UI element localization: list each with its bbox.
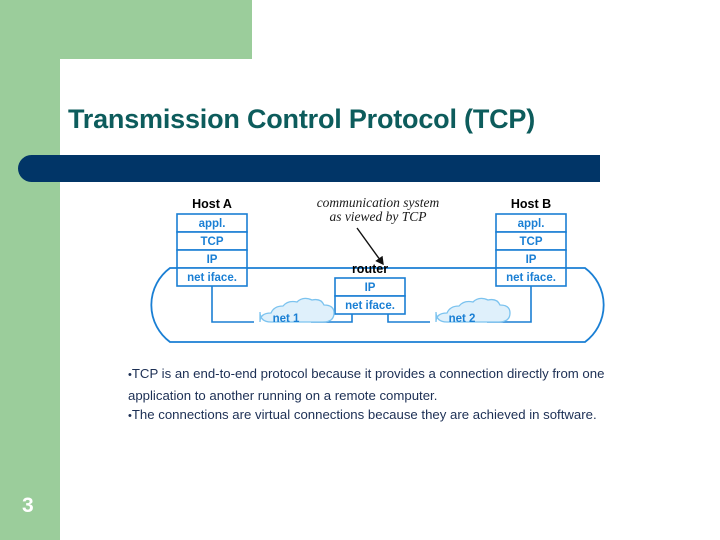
wire-hosta-to-net1 — [211, 286, 230, 323]
host-b-title: Host B — [511, 197, 551, 211]
router-layer-ip-label: IP — [365, 282, 376, 294]
bullet-item-2: •The connections are virtual connections… — [128, 405, 656, 427]
annotation-line-1: communication system — [317, 195, 440, 210]
router-layer-netiface-label: net iface. — [345, 300, 395, 312]
host-a-layer-ip-label: IP — [207, 254, 218, 266]
navy-title-underline-bar — [18, 155, 600, 182]
wire-router-to-net1 — [335, 314, 353, 323]
net2-cloud-shape — [435, 297, 511, 323]
bullet-item-2-text: The connections are virtual connections … — [131, 407, 597, 422]
host-b-layer-appl-label: appl. — [518, 218, 545, 230]
net2-label: net 2 — [449, 313, 476, 325]
page-title: Transmission Control Protocol (TCP) — [68, 104, 536, 134]
net1-cloud-group: net 1 — [259, 297, 335, 325]
slide-number: 3 — [22, 494, 34, 517]
bullet-item-1: •TCP is an end-to-end protocol because i… — [128, 364, 656, 405]
router-title: router — [352, 262, 388, 276]
net1-cloud-shape — [259, 297, 335, 323]
router-group: router IP net iface. — [334, 262, 406, 315]
tcp-communication-diagram: Host A appl. TCP IP net iface. Host B ap… — [130, 190, 630, 355]
bullet-dot-icon: • — [128, 410, 132, 422]
host-b-layer-tcp-label: TCP — [520, 236, 543, 248]
host-b-layer-netiface-label: net iface. — [506, 272, 556, 284]
green-left-band — [0, 0, 60, 540]
host-a-layer-appl-label: appl. — [199, 218, 226, 230]
bullet-item-1-text: TCP is an end-to-end protocol because it… — [128, 366, 605, 403]
router-layer-netiface-box — [334, 295, 406, 315]
bullet-dot-icon: • — [128, 369, 132, 381]
host-a-title: Host A — [192, 197, 232, 211]
net2-cloud-group: net 2 — [435, 297, 511, 325]
host-b-layer-ip-label: IP — [526, 254, 537, 266]
host-a-layer-netiface-label: net iface. — [187, 272, 237, 284]
host-a-group: Host A appl. TCP IP net iface. — [176, 197, 248, 287]
wire-hostb-to-net2 — [513, 286, 532, 323]
communication-system-boundary — [150, 267, 605, 343]
body-text-block: •TCP is an end-to-end protocol because i… — [128, 364, 656, 427]
annotation-line-2: as viewed by TCP — [329, 209, 426, 224]
host-b-group: Host B appl. TCP IP net iface. — [495, 197, 567, 287]
host-a-layer-tcp-label: TCP — [201, 236, 224, 248]
annotation-arrow — [356, 227, 384, 266]
wire-router-to-net2 — [387, 314, 406, 323]
net1-label: net 1 — [273, 313, 300, 325]
green-top-block — [0, 0, 252, 59]
